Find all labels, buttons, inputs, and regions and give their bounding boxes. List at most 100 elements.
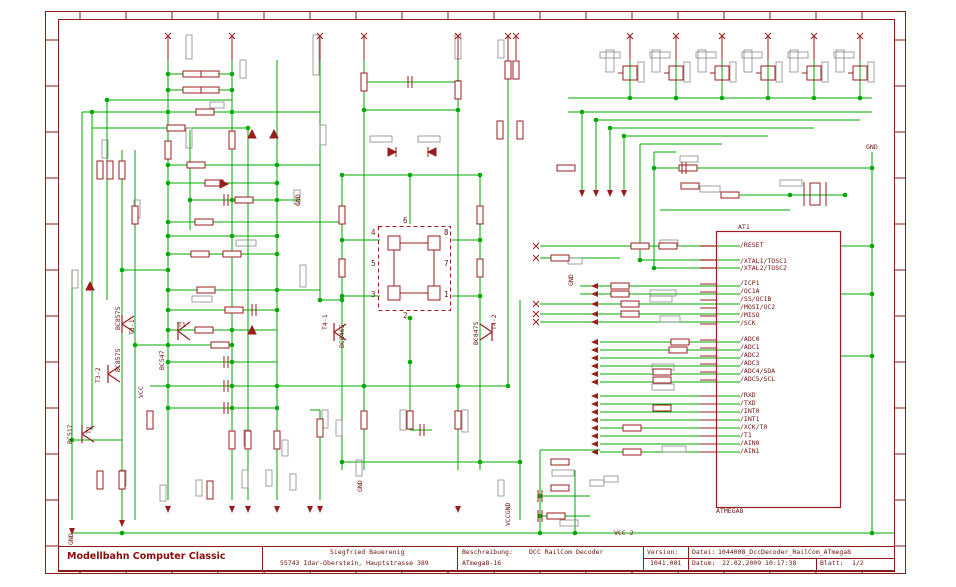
component-outline <box>235 239 257 247</box>
component-outline <box>679 155 699 163</box>
drawing-frame <box>45 11 906 574</box>
gnd-label-left: GND <box>67 533 75 545</box>
gnd-label-bottom: GND <box>356 480 364 492</box>
component-outline <box>312 34 320 76</box>
component-outline <box>335 419 343 437</box>
signal-arrow <box>607 190 613 197</box>
junction-dot <box>517 459 523 465</box>
resistor <box>190 250 210 258</box>
component-outline <box>649 51 671 59</box>
resistor <box>652 404 672 412</box>
junction-dot <box>361 383 367 389</box>
ground-arrow <box>229 506 235 513</box>
junction-dot <box>361 107 367 113</box>
resistor <box>200 70 220 78</box>
resistor <box>360 410 368 430</box>
signal-arrow <box>591 409 598 415</box>
junction-dot <box>455 107 461 113</box>
resistor <box>234 196 254 204</box>
ground-arrow <box>455 506 461 513</box>
junction-dot <box>477 459 483 465</box>
resistor <box>556 164 576 172</box>
diodes <box>85 128 437 335</box>
mcu-pin-label: /RXD <box>740 391 756 399</box>
signal-arrow <box>591 393 598 399</box>
resistor <box>620 300 640 308</box>
top-mosfets <box>618 65 868 81</box>
ground-arrows <box>69 190 627 535</box>
gnd-label-mid: GND <box>294 194 302 206</box>
bridge-pin-4: 4 <box>371 228 376 237</box>
author-name: Siegfried Bauerenig <box>330 548 405 556</box>
ground-arrow <box>119 520 125 527</box>
resistor <box>622 448 642 456</box>
component-outline <box>661 445 687 453</box>
signal-arrow <box>591 355 598 361</box>
junction-dot <box>165 287 171 293</box>
signal-arrow <box>591 339 598 345</box>
project-title: Modellbahn Computer Classic <box>67 551 226 562</box>
mcu-pin-label: /MOSI/OC2 <box>740 303 776 311</box>
junction-dot <box>857 95 863 101</box>
signal-arrow <box>591 319 598 325</box>
component-outline <box>741 51 763 59</box>
resistor <box>131 205 139 225</box>
resistor <box>164 140 172 160</box>
junction-dot <box>165 233 171 239</box>
junction-dot <box>579 109 585 115</box>
component-outline <box>789 49 799 73</box>
title-block <box>58 546 895 571</box>
label-t3-1: T3-1 <box>128 319 136 335</box>
junction-dot <box>627 95 633 101</box>
signal-arrow <box>591 301 598 307</box>
mcu-pin-label: /XTAL2/TOSC2 <box>740 264 787 272</box>
junction-dot <box>869 530 875 536</box>
junction-dot <box>339 459 345 465</box>
junction-dot <box>477 237 483 243</box>
mcu-outline <box>700 230 842 509</box>
label-t2: T2 <box>85 426 93 434</box>
mcu-pin-label: /INT0 <box>740 407 760 415</box>
junction-dot <box>229 342 235 348</box>
mcu-pin-label: /MISO <box>740 311 760 319</box>
resistor <box>622 424 642 432</box>
resistor <box>196 286 216 294</box>
crystal <box>803 182 827 206</box>
junction-dot <box>274 287 280 293</box>
mcu-pin-label: /ICP1 <box>740 279 760 287</box>
component-outline <box>821 61 829 83</box>
component-outline <box>649 295 673 303</box>
mcu-pin-label: /ADC5/SCL <box>740 375 776 383</box>
signal-arrow <box>591 311 598 317</box>
component-outline <box>775 61 783 83</box>
gnd-label-right: GND <box>866 143 878 151</box>
ground-arrow <box>307 506 313 513</box>
junction-dot <box>274 197 280 203</box>
component-outline <box>299 264 307 288</box>
junction-dot <box>274 233 280 239</box>
component-outline <box>729 61 737 83</box>
resistor <box>670 338 690 346</box>
mcu-pin-label: /ADC0 <box>740 335 760 343</box>
connector-x <box>532 300 540 308</box>
sheet-value: 1/2 <box>852 559 864 567</box>
resistor <box>338 258 346 278</box>
signal-arrow <box>591 417 598 423</box>
junction-dot <box>869 353 875 359</box>
component-outline <box>241 469 249 489</box>
junction-dot <box>765 95 771 101</box>
description-label: Beschreibung: <box>462 548 513 556</box>
signal-arrow <box>593 190 599 197</box>
label-bc517: BC517 <box>66 424 74 444</box>
component-outline <box>605 49 615 73</box>
resistor <box>182 70 202 78</box>
resistor <box>652 376 672 384</box>
component-outline <box>659 315 681 323</box>
component-outline <box>185 34 193 60</box>
resistor <box>620 310 640 318</box>
resistor <box>512 60 520 80</box>
component-outline <box>651 383 675 391</box>
version-label: Version: <box>647 548 679 556</box>
signal-arrow <box>591 449 598 455</box>
resistor <box>610 290 630 298</box>
